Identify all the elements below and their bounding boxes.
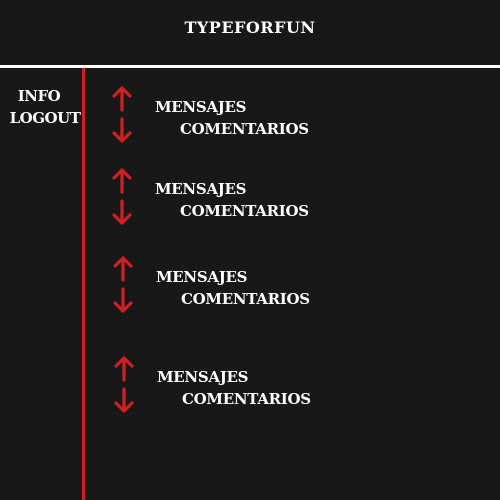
comments-link[interactable]: COMENTARIOS (180, 202, 309, 220)
list-item: MENSAJES COMENTARIOS (112, 256, 492, 316)
header-divider (0, 65, 500, 68)
arrow-up-icon[interactable] (111, 86, 133, 112)
list-item: MENSAJES COMENTARIOS (111, 86, 491, 146)
comments-link[interactable]: COMENTARIOS (180, 120, 309, 138)
arrow-up-icon[interactable] (112, 256, 134, 282)
messages-link[interactable]: MENSAJES (157, 368, 249, 386)
sidebar-divider (82, 68, 85, 500)
comments-link[interactable]: COMENTARIOS (181, 290, 310, 308)
messages-link[interactable]: MENSAJES (156, 268, 248, 286)
list-item: MENSAJES COMENTARIOS (111, 168, 491, 228)
sidebar-item-logout[interactable]: LOGOUT (9, 109, 81, 127)
list-item: MENSAJES COMENTARIOS (113, 356, 493, 416)
sidebar: INFO LOGOUT (0, 85, 82, 129)
page-title: TYPEFORFUN (184, 18, 316, 37)
sidebar-item-info[interactable]: INFO (17, 87, 61, 105)
arrow-down-icon[interactable] (111, 117, 133, 143)
messages-link[interactable]: MENSAJES (155, 98, 247, 116)
arrow-down-icon[interactable] (112, 287, 134, 313)
arrow-up-icon[interactable] (113, 356, 135, 382)
comments-link[interactable]: COMENTARIOS (182, 390, 311, 408)
arrow-down-icon[interactable] (111, 199, 133, 225)
arrow-down-icon[interactable] (113, 387, 135, 413)
messages-link[interactable]: MENSAJES (155, 180, 247, 198)
arrow-up-icon[interactable] (111, 168, 133, 194)
